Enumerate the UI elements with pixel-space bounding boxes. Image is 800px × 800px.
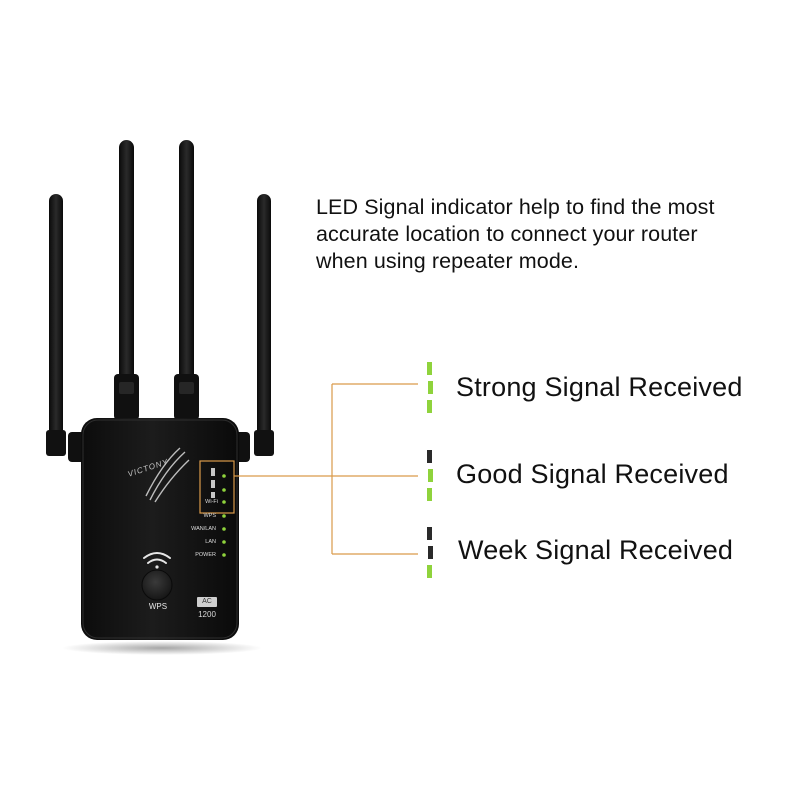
strong-signal-label: Strong Signal Received [456, 372, 743, 402]
headline-text: LED Signal indicator help to find the mo… [316, 194, 796, 275]
brand-logo-icon [145, 447, 190, 503]
led-label-lan: LAN [205, 539, 216, 545]
device-shadow [62, 641, 262, 655]
signal-bar-segment [427, 362, 432, 375]
signal-bar-segment [427, 450, 432, 463]
led-power [222, 553, 226, 557]
wps-button-label: WPS [148, 602, 168, 611]
signal-bar-segment [427, 527, 432, 540]
led-wps [222, 514, 226, 518]
wifi-icon [143, 552, 171, 569]
led-label-wifi: Wi-Fi [205, 499, 218, 505]
device-signal-bars [211, 468, 215, 498]
led-highlight-box [199, 460, 235, 514]
callout-lines [234, 383, 418, 555]
led-wifi [222, 500, 226, 504]
model-number: 1200 [198, 610, 216, 619]
signal-bar-segment [428, 546, 433, 559]
antenna-inner-right [174, 140, 199, 420]
signal-bar-segment [428, 469, 433, 482]
led-lan [222, 540, 226, 544]
led-signal-mid [222, 488, 226, 492]
headline-line-1: LED Signal indicator help to find the mo… [316, 195, 715, 219]
signal-bar-segment [427, 488, 432, 501]
ac-badge: AC [197, 597, 217, 607]
wps-button [141, 569, 173, 601]
antenna-outer-left [46, 194, 66, 456]
weak-signal-label: Week Signal Received [458, 535, 734, 565]
led-signal-top [222, 474, 226, 478]
signal-bar-segment [428, 381, 433, 394]
good-signal-icon [427, 450, 433, 501]
weak-signal-icon [427, 527, 433, 578]
led-label-wan-lan: WAN/LAN [191, 526, 216, 532]
good-signal-label: Good Signal Received [456, 459, 729, 489]
led-wan-lan [222, 527, 226, 531]
device-bezel [82, 419, 238, 639]
headline-line-2: accurate location to connect your router [316, 222, 698, 246]
led-label-wps: WPS [203, 513, 216, 519]
led-label-power: POWER [195, 552, 216, 558]
antenna-outer-right [254, 194, 274, 456]
device-leds [222, 474, 226, 557]
strong-signal-icon [427, 362, 433, 413]
headline-line-3: when using repeater mode. [316, 249, 580, 273]
antenna-inner-left [114, 140, 139, 420]
signal-bar-segment [427, 565, 432, 578]
signal-bar-segment [427, 400, 432, 413]
